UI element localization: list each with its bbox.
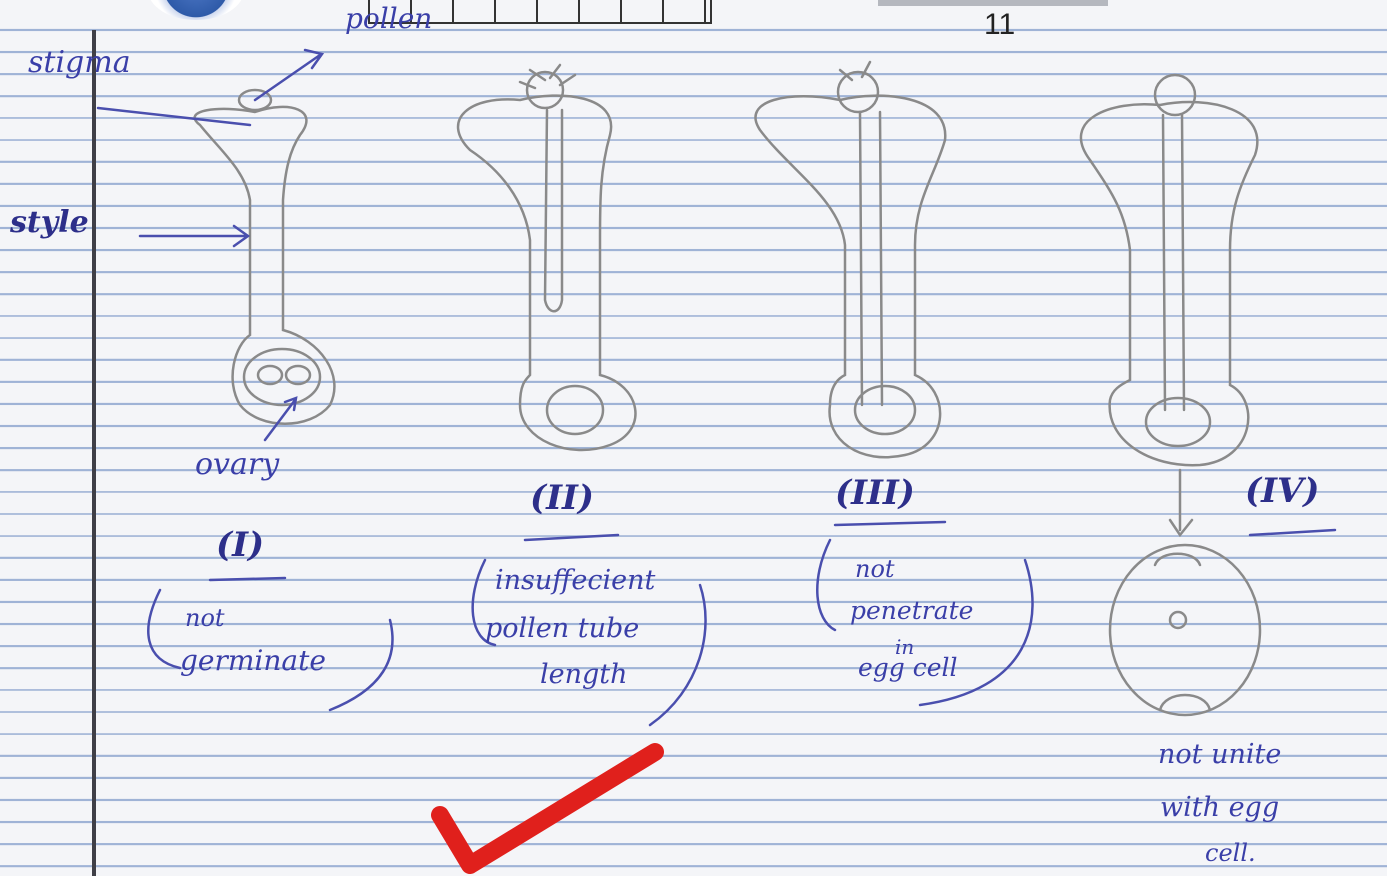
pollen-label: pollen bbox=[345, 6, 432, 32]
panel-4-caption-line-3: cell. bbox=[1205, 840, 1256, 866]
panel-1-caption-line-1: not bbox=[185, 605, 225, 631]
panel-1-numeral: (I) bbox=[216, 532, 264, 558]
numeral-underline-2 bbox=[525, 535, 618, 540]
pollen-arrow bbox=[255, 50, 322, 100]
panel-2-numeral: (II) bbox=[530, 485, 594, 511]
panel-3-numeral: (III) bbox=[835, 480, 915, 506]
flower-2 bbox=[458, 65, 635, 450]
flower-4 bbox=[1081, 75, 1260, 715]
panel-1-caption-line-2: germinate bbox=[180, 648, 326, 674]
numeral-underline-3 bbox=[835, 522, 945, 525]
style-arrow bbox=[140, 226, 248, 246]
numeral-underline-1 bbox=[210, 578, 285, 580]
style-label: style bbox=[10, 210, 89, 236]
panel-2-caption-line-3: length bbox=[540, 662, 628, 688]
flower-1 bbox=[195, 90, 335, 424]
stigma-label: stigma bbox=[28, 50, 131, 76]
panel-4-caption-line-2: with egg bbox=[1160, 795, 1279, 821]
panel-4-numeral: (IV) bbox=[1245, 478, 1319, 504]
numeral-underline-4 bbox=[1250, 530, 1335, 535]
panel-3-caption-line-4: egg cell bbox=[858, 655, 958, 681]
panel-3-caption-line-1: not bbox=[855, 556, 895, 582]
ovary-label: ovary bbox=[195, 452, 279, 478]
flower-3 bbox=[755, 62, 945, 457]
panel-2-caption-line-2: pollen tube bbox=[485, 616, 639, 642]
panel-4-caption-line-1: not unite bbox=[1158, 742, 1281, 768]
panel-3-caption-line-2: penetrate bbox=[850, 598, 973, 624]
red-check-mark-icon bbox=[440, 752, 655, 865]
panel-2-caption-line-1: insuffecient bbox=[495, 568, 655, 594]
stigma-pointer bbox=[98, 108, 250, 125]
